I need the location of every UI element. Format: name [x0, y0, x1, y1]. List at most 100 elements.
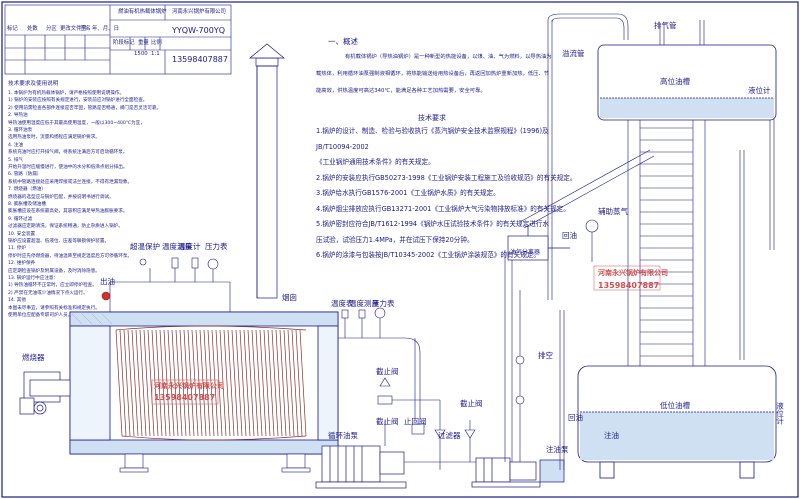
- notes-line: 应定期检查锅炉及附属设备，及时消除隐患。: [8, 268, 100, 274]
- notes-line: 9. 循环过滤: [8, 216, 33, 222]
- notes-line: 7. 燃烧器（燃油）: [8, 187, 47, 193]
- coil-tube: [239, 329, 247, 437]
- notes-heading: 技术要求及使用说明: [8, 81, 59, 87]
- coil-tube: [163, 329, 171, 437]
- notes-line: 14. 其他: [8, 298, 26, 304]
- coil-tube: [271, 329, 279, 437]
- coil-tube: [207, 329, 215, 437]
- spec-line: 5.锅炉密封应符合JB/T1612-1994《锅炉水压试验技术条件》的有关规定进…: [316, 220, 549, 228]
- title-company: 河南永兴锅炉有限公司: [172, 9, 226, 15]
- coil-tube: [191, 329, 199, 437]
- coil-tube: [243, 329, 251, 437]
- title-row-head-3: 更改文件号: [60, 26, 87, 32]
- spec-line: JB/T10094-2002: [316, 142, 369, 151]
- coil-tube: [131, 329, 139, 437]
- coil-tube: [275, 329, 283, 437]
- notes-line: 2) 使用前需检查各部件连接是否牢固，管路是否畅通，阀门是否灵活可靠。: [8, 105, 162, 111]
- label-check-valve: 止回阀: [404, 417, 427, 426]
- notes-line: 8. 膨胀槽及储油槽: [8, 202, 47, 207]
- coil-tube: [119, 329, 127, 437]
- notes-line: 导热油使用温度应低于其最高使用温度，一般以300~400℃为宜，: [8, 120, 145, 126]
- label-pressure: 压力表: [205, 242, 228, 251]
- label-burner: 燃烧器: [22, 353, 45, 362]
- notes-line: 13. 锅炉运行中应注意：: [8, 276, 59, 281]
- notes-line: 燃烧器的选型应与锅炉匹配，并按说明书进行调试。: [8, 194, 114, 200]
- title-block-grid: [4, 4, 232, 75]
- title-phone: 13598407887: [172, 55, 228, 64]
- label-return-oil-top: 回油: [562, 231, 577, 240]
- title-row-head-2: 分区: [46, 26, 57, 32]
- coil-tube: [199, 329, 207, 437]
- label-strainer: 过滤器: [438, 431, 461, 440]
- coil-tube: [299, 329, 307, 437]
- title-row-head-5: 年、月、日: [92, 26, 119, 32]
- title-row-head-0: 标记: [7, 26, 18, 32]
- coil-tube: [179, 329, 187, 437]
- coil-tube: [195, 329, 203, 437]
- label-over-temp: 超温保护: [130, 242, 160, 251]
- coil-tube: [175, 329, 183, 437]
- coil-tube: [167, 329, 175, 437]
- coil-bottom-bend: [121, 435, 307, 441]
- coil-tube: [151, 329, 159, 437]
- label-pressure2: 压力表: [372, 299, 395, 308]
- coil-tube: [219, 329, 227, 437]
- coil-tube: [155, 329, 163, 437]
- coil-tube: [159, 329, 167, 437]
- coil-tube: [139, 329, 147, 437]
- title-row-head-4: 签名: [80, 26, 91, 32]
- label-temp-meter: 温度计: [178, 242, 201, 251]
- coil-tube: [187, 329, 195, 437]
- label-low-tank: 低位油槽: [660, 401, 690, 410]
- label-aux-gas: 辅助蒸气: [598, 207, 628, 216]
- spec-line: 1.锅炉的设计、制造、检验与验收执行《蒸汽锅炉安全技术监察规程》(1996)及: [316, 127, 549, 135]
- title-col-scale: 比例: [151, 40, 162, 46]
- label-return-low: 回油: [568, 413, 583, 422]
- top-instruments: [101, 257, 231, 312]
- notes-line: 6. 管路（防漏）: [8, 172, 42, 178]
- coil-tube: [171, 329, 179, 437]
- notes-line: 2. 导热油: [8, 113, 28, 119]
- overview-para3: 能高效，供热温度可高达340℃，能满足各种工艺加热需要，安全可靠。: [316, 88, 486, 94]
- notes-line: 开始升温时应缓慢进行，使油中的水分和低沸点组分排出。: [8, 165, 128, 170]
- low-tank: [577, 365, 777, 479]
- spec-line: 6.锅炉的涂漆与包装按JB/T10345-2002《工业锅炉涂装规范》的有关规定…: [316, 251, 540, 259]
- coil-tube: [251, 329, 259, 437]
- overview-para1: 有机载体锅炉（导热油锅炉）是一种新型的热能设备，以煤、油、气为燃料，以导热油为: [345, 54, 552, 60]
- diag-pipe: [519, 149, 655, 229]
- coil-tube: [263, 329, 271, 437]
- spec-line: 压试验，试验压力1.4MPa，并在试压下保持20分钟。: [316, 235, 474, 244]
- notes-line: 本图未尽事宜，请参照有关标准和规定执行。: [8, 305, 100, 311]
- label-temp-meas2: 温度测量: [349, 299, 379, 308]
- notes-line: 使用单位应配备专职司炉人员。: [8, 313, 73, 318]
- label-stamp-center: 河南永兴锅炉有限公司: [154, 382, 224, 390]
- notes-line: 系统中管路连接处应采用焊接或法兰连接，不得有泄漏现象。: [8, 179, 133, 185]
- overview-para2: 载热体，利用循环油泵强制液相循环，将热能输送给用热设备后，再返回加热炉重新加热，…: [316, 71, 550, 77]
- coil-tube: [223, 329, 231, 437]
- coil-tube: [267, 329, 275, 437]
- title-col-weight: 重量: [138, 40, 149, 46]
- coil-tube: [287, 329, 295, 437]
- label-phone-right: 13598407887: [598, 281, 660, 290]
- notes-line: 12. 维护保养: [8, 261, 36, 267]
- burner: [19, 371, 71, 415]
- notes-line: 10. 安全装置: [8, 231, 36, 237]
- coil-tube: [203, 329, 211, 437]
- notes-line: 过滤器应定期清洗，保证系统畅通，防止杂质进入锅炉。: [8, 224, 123, 230]
- label-chimney: 烟囱: [282, 293, 297, 302]
- notes-line: 3. 循环油泵: [8, 128, 33, 133]
- label-level-gauge2: 液位计: [775, 402, 785, 425]
- coil-tube: [123, 329, 131, 437]
- oil-gas-separator: [507, 225, 570, 261]
- notes-line: 锅炉应设置超温、低液位、压差等联锁保护装置。: [8, 239, 110, 244]
- notes-line: 1) 锅炉的安装应按照有关规定进行，安装前应对锅炉进行全面检查。: [8, 98, 148, 104]
- coil-tube: [279, 329, 287, 437]
- coil-tube: [127, 329, 135, 437]
- label-oil-separator: 油气分离器: [510, 249, 541, 256]
- circulation-pumps: [315, 445, 565, 489]
- notes-line: 1) 导热油循环不正常时，应立即停炉检查。: [8, 283, 97, 289]
- label-oil-in: 注油: [604, 431, 619, 440]
- notes-line: 膨胀槽应设在系统最高处，其容积应满足导热油膨胀要求。: [8, 209, 128, 215]
- title-name: 燃油有机热载体锅炉: [118, 9, 167, 15]
- coil-tube: [295, 329, 303, 437]
